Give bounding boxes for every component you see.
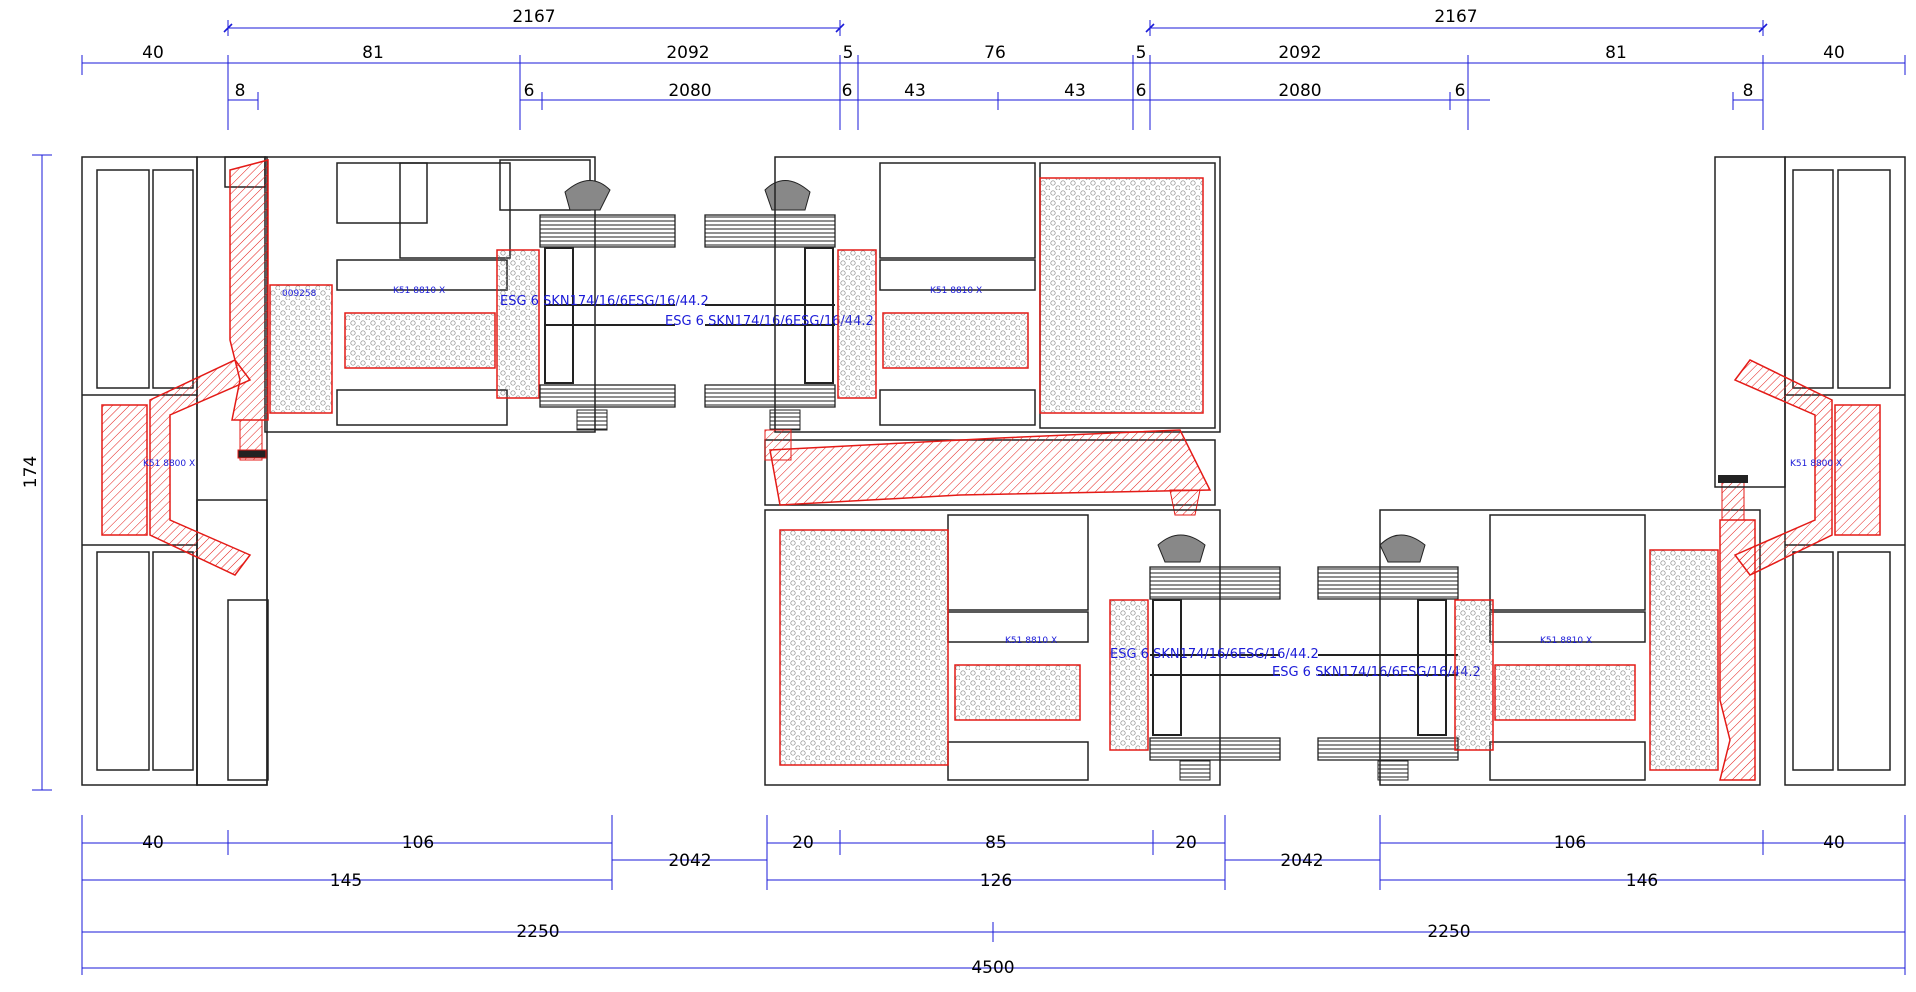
center-mullion (764, 429, 1216, 516)
dim-81-left: 81 (362, 43, 384, 63)
label-k51-8810-b: K51 8810 X (930, 286, 982, 296)
dim-6-c: 6 (1136, 81, 1147, 101)
label-k51-8810-a: K51 8810 X (393, 286, 445, 296)
dim-40-left: 40 (142, 43, 164, 63)
dim-8-left: 8 (235, 81, 246, 101)
label-k51-8800-left: K51 8800 X (143, 459, 195, 469)
dim-bottom-2042-right: 2042 (1280, 851, 1323, 871)
dim-bottom-106-left: 106 (402, 833, 434, 853)
dim-81-right: 81 (1605, 43, 1627, 63)
top-center-glass-unit (704, 180, 836, 431)
top-center-sash-profile (774, 156, 1221, 433)
dim-8-right: 8 (1743, 81, 1754, 101)
dim-bottom-20-a: 20 (792, 833, 814, 853)
dim-5-left: 5 (843, 43, 854, 63)
dim-6-d: 6 (1455, 81, 1466, 101)
dim-2080-right: 2080 (1278, 81, 1321, 101)
dim-2092-right: 2092 (1278, 43, 1321, 63)
top-left-sash-insulation (229, 159, 540, 421)
label-gasket-009258: 009258 (282, 289, 317, 299)
right-frame-profile (1714, 156, 1906, 786)
bottom-center-glass-unit (1149, 534, 1281, 781)
dim-5-right: 5 (1136, 43, 1147, 63)
glazing-label-bottom-b: ESG 6 SKN174/16/6ESG/16/44.2 (1272, 665, 1481, 680)
dim-bottom-2250-left: 2250 (516, 922, 559, 942)
dim-bottom-85: 85 (985, 833, 1007, 853)
top-left-gaskets (237, 419, 267, 461)
bottom-center-insulation (779, 529, 1149, 766)
top-left-glass-unit (539, 180, 676, 431)
label-k51-8800-right: K51 8800 X (1790, 459, 1842, 469)
bottom-right-glass-unit (1317, 534, 1459, 781)
dimension-text: 2167 2167 40 81 2092 5 76 5 2092 81 40 8… (21, 7, 1845, 978)
dim-2080-left: 2080 (668, 81, 711, 101)
dimension-ticks (223, 23, 1768, 33)
label-k51-8810-d: K51 8810 X (1540, 636, 1592, 646)
dim-bottom-2250-right: 2250 (1427, 922, 1470, 942)
glazing-label-top-left-b: ESG 6 SKN174/16/6ESG/16/44.2 (665, 314, 874, 329)
dim-bottom-40-left: 40 (142, 833, 164, 853)
dimension-lines (32, 20, 1906, 975)
dim-bottom-145: 145 (330, 871, 362, 891)
dim-174-vertical: 174 (21, 456, 41, 488)
dim-bottom-4500: 4500 (971, 958, 1014, 978)
dim-2092-left: 2092 (666, 43, 709, 63)
glazing-label-bottom-a: ESG 6 SKN174/16/6ESG/16/44.2 (1110, 647, 1319, 662)
dim-43-a: 43 (904, 81, 926, 101)
dim-bottom-126: 126 (980, 871, 1012, 891)
dim-6-a: 6 (524, 81, 535, 101)
glazing-label-top-left-a: ESG 6 SKN174/16/6ESG/16/44.2 (500, 294, 709, 309)
dim-76: 76 (984, 43, 1006, 63)
dim-40-right: 40 (1823, 43, 1845, 63)
dim-top-2167-right: 2167 (1434, 7, 1477, 27)
dim-bottom-40-right: 40 (1823, 833, 1845, 853)
left-frame-profile (81, 156, 269, 786)
dim-6-b: 6 (842, 81, 853, 101)
dim-top-2167-left: 2167 (512, 7, 555, 27)
label-k51-8810-c: K51 8810 X (1005, 636, 1057, 646)
top-center-insulation (837, 177, 1204, 414)
right-frame-thermal-break (1733, 359, 1881, 576)
dim-bottom-2042-left: 2042 (668, 851, 711, 871)
dim-bottom-20-b: 20 (1175, 833, 1197, 853)
dim-bottom-106-right: 106 (1554, 833, 1586, 853)
bottom-right-insulation (1454, 475, 1756, 781)
dim-43-b: 43 (1064, 81, 1086, 101)
dim-bottom-146: 146 (1626, 871, 1658, 891)
